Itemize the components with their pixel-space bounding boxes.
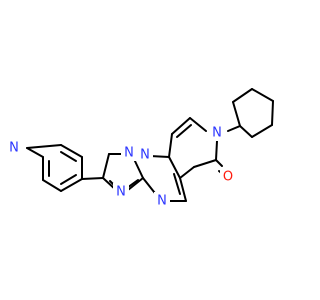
atom-n-pyrimidine: N [154, 192, 170, 209]
bond [171, 117, 191, 135]
bond [60, 151, 77, 162]
bond [127, 177, 144, 191]
bond [232, 88, 253, 103]
bond [26, 144, 62, 149]
bond [271, 100, 274, 126]
bond [168, 156, 181, 179]
atom-n-pyridinone: N [209, 124, 225, 141]
atom-n-triazole-bottom: N [113, 183, 129, 200]
bond [60, 174, 77, 185]
bond [215, 159, 223, 167]
bond [26, 147, 44, 158]
bond [193, 159, 217, 168]
bond [168, 133, 173, 158]
bond [227, 125, 241, 132]
atom-n-bridge: N [137, 146, 153, 163]
bond [81, 177, 104, 180]
bond [60, 178, 83, 192]
atom-o-carbonyl: O [220, 168, 236, 185]
bond [176, 124, 192, 138]
atom-labels: N N N N N N O [6, 124, 236, 209]
atom-n-triazole-top: N [121, 144, 137, 161]
bond [251, 124, 273, 138]
atom-n-pyrimidine-label: N [157, 194, 167, 209]
bond [60, 144, 83, 158]
bond-lines [26, 88, 274, 202]
bond [149, 155, 170, 158]
atom-n-pyridine-label: N [9, 141, 19, 156]
bond [179, 177, 187, 202]
bond [173, 173, 181, 195]
bond [42, 179, 62, 192]
bond [133, 158, 144, 179]
molecule-structure-diagram: N N N N N N O [6, 88, 274, 209]
atom-o-carbonyl-label: O [223, 170, 233, 185]
bond [189, 117, 207, 132]
atom-n-triazole-top-label: N [124, 146, 134, 161]
atom-n-pyridinone-label: N [212, 126, 222, 141]
bond [232, 101, 241, 127]
atom-n-pyridine: N [6, 139, 22, 156]
atom-n-triazole-bottom-label: N [116, 185, 126, 200]
bond [251, 88, 274, 102]
atom-n-bridge-label: N [140, 148, 150, 163]
bond [179, 166, 195, 179]
bond [102, 153, 110, 179]
bond [239, 125, 253, 138]
bond [215, 140, 218, 161]
